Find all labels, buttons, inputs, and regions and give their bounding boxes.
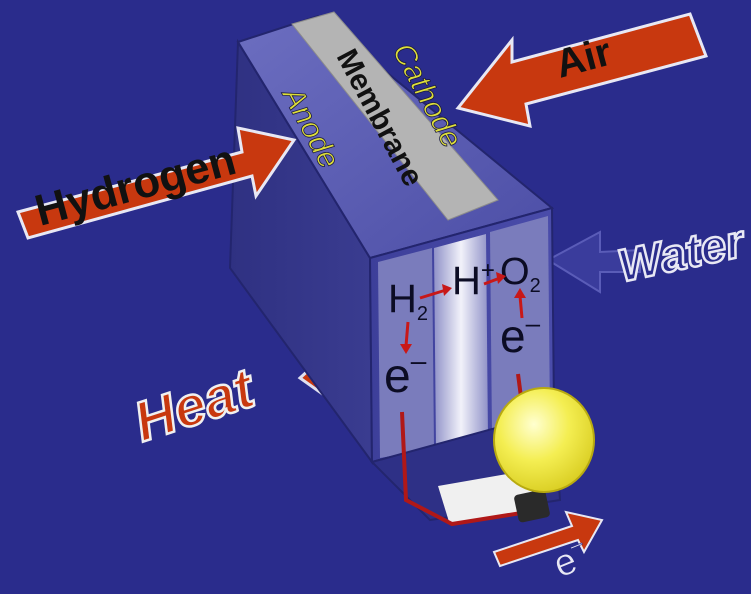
electron-left-superscript: –	[411, 345, 427, 376]
electron-right-superscript: –	[526, 308, 541, 338]
h2-subscript: 2	[417, 303, 428, 325]
electron-flow-arrow: e–	[494, 512, 602, 586]
h-plus-label: H	[452, 259, 481, 303]
o2-label: O	[500, 251, 530, 293]
hydrogen-label: Hydrogen	[30, 135, 241, 235]
heat-label: Heat	[126, 355, 263, 453]
h2-label: H	[388, 277, 417, 321]
o2-subscript: 2	[530, 275, 541, 297]
water-label: Water	[613, 214, 750, 292]
air-arrow: Air	[458, 14, 706, 126]
electron-left-label: e	[384, 350, 411, 403]
electron-right-label: e	[500, 310, 526, 362]
